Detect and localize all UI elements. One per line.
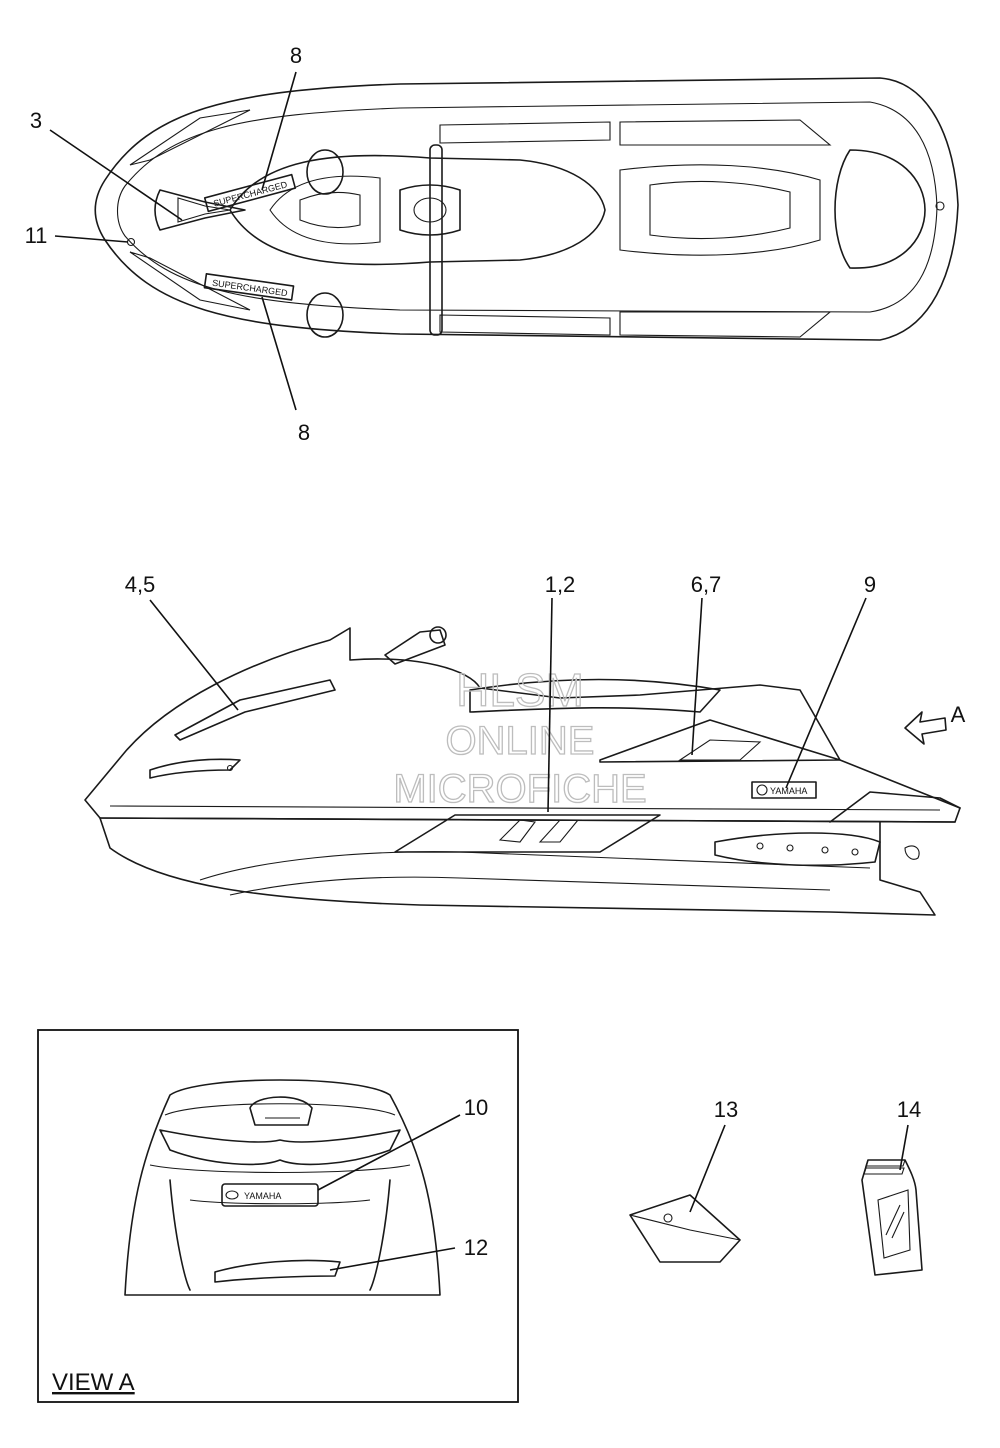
decal-yamaha-side: YAMAHA [770, 786, 807, 796]
rear-view-watercraft: YAMAHA [124, 1079, 441, 1296]
side-view-watercraft: YAMAHA [84, 626, 961, 916]
callout-11: 11 [25, 223, 48, 248]
leader-3 [49, 129, 183, 221]
watermark: HLSM ONLINE MICROFICHE [393, 663, 648, 811]
callout-8-top: 8 [290, 43, 302, 68]
leader-9 [785, 597, 867, 789]
part-14-bag [861, 1159, 923, 1276]
callout-a: A [951, 702, 966, 727]
decal-supercharged-top: SUPERCHARGED [212, 179, 288, 208]
view-a-arrow [904, 711, 947, 745]
leader-12 [329, 1247, 456, 1271]
part-13-pouch [629, 1194, 741, 1263]
callout-6-7: 6,7 [691, 572, 722, 597]
leader-13 [689, 1124, 726, 1213]
view-a-frame [37, 1029, 519, 1403]
view-a-label: VIEW A [52, 1369, 135, 1396]
decal-yamaha-rear: YAMAHA [244, 1191, 281, 1201]
watermark-line1: HLSM [456, 664, 584, 716]
leader-14 [899, 1124, 909, 1171]
callout-13: 13 [714, 1097, 738, 1122]
decal-supercharged-bottom: SUPERCHARGED [212, 278, 289, 299]
leader-10 [317, 1114, 461, 1191]
callout-3: 3 [30, 108, 42, 133]
leader-11 [54, 235, 129, 243]
callout-10: 10 [464, 1095, 488, 1120]
leader-6-7 [691, 597, 703, 756]
watermark-line3: MICROFICHE [393, 767, 646, 811]
leader-1-2 [547, 597, 553, 813]
callout-9: 9 [864, 572, 876, 597]
callout-8-bottom: 8 [298, 420, 310, 445]
leader-4-5 [149, 599, 239, 711]
callout-12: 12 [464, 1235, 488, 1260]
leader-8-bottom [261, 296, 297, 411]
top-view-watercraft: SUPERCHARGED SUPERCHARGED [94, 77, 959, 341]
watermark-line2: ONLINE [446, 719, 595, 763]
leader-8-top [261, 71, 297, 191]
callout-1-2: 1,2 [545, 572, 576, 597]
callout-4-5: 4,5 [125, 572, 156, 597]
callout-14: 14 [897, 1097, 921, 1122]
